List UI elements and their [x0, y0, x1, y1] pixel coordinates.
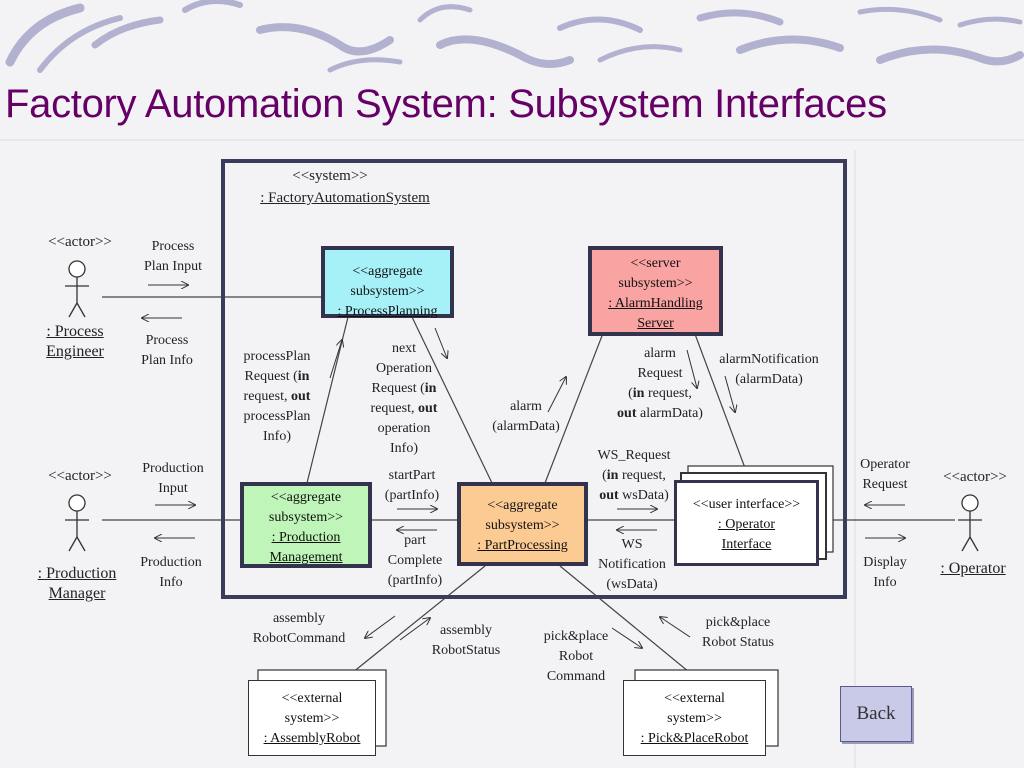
alarm-handling-server-subsystem[interactable]: <<server subsystem>> : AlarmHandling Ser… [588, 246, 723, 336]
actor-figure-process-engineer [65, 260, 89, 318]
arrow-process-plan-request [329, 340, 342, 379]
actor-name-production-manager[interactable]: : Production Manager [37, 565, 117, 602]
arrow-alarm-request [686, 349, 697, 388]
actor-stereotype-operator: <<actor>> [943, 469, 1007, 485]
process-planning-subsystem[interactable]: <<aggregate subsystem>> : ProcessPlannin… [321, 246, 454, 319]
connector-alarm-partprocessing [544, 309, 613, 484]
part-processing-subsystem[interactable]: <<aggregate subsystem>> : PartProcessing [457, 482, 588, 566]
arrow-next-operation-request [434, 327, 447, 358]
actor-name-process-engineer[interactable]: : Process Engineer [46, 323, 104, 360]
connector-partprocessing-pickplace [559, 565, 701, 682]
label-process-plan-request: processPlan Request (in request, out pro… [243, 349, 311, 444]
connector-processplanning-partprocessing [411, 316, 493, 484]
actor-figure-operator [958, 494, 982, 552]
actor-stereotype-process-engineer: <<actor>> [48, 234, 112, 250]
pick-place-robot-external-system[interactable]: <<external system>> : Pick&PlaceRobot [623, 680, 766, 756]
arrow-alarm-notification [724, 375, 735, 412]
back-button[interactable]: Back [840, 686, 912, 742]
system-boundary [221, 159, 847, 599]
label-start-part: startPart(partInfo) [384, 468, 440, 503]
actor-stereotype-production-manager: <<actor>> [48, 468, 112, 484]
assembly-robot-external-system[interactable]: <<external system>> : AssemblyRobot [248, 680, 376, 756]
connector-alarm-interface [685, 309, 746, 469]
arrow-assembly-status [399, 618, 430, 641]
connector-partprocessing-assembly [341, 565, 486, 682]
arrow-pickplace-command [611, 627, 642, 648]
arrow-alarm [547, 377, 566, 413]
label-alarm-request: alarm Request (in request, out alarmData… [617, 346, 703, 421]
actor-name-operator[interactable]: : Operator [940, 560, 1006, 577]
arrow-pickplace-status [660, 617, 691, 638]
label-next-operation-request: next Operation Request (in request, out … [370, 341, 438, 456]
system-stereotype: <<system>> [292, 168, 368, 184]
label-alarm: alarm(alarmData) [492, 399, 560, 434]
system-name: : FactoryAutomationSystem [260, 190, 430, 206]
actor-figure-production-manager [65, 494, 89, 552]
production-management-subsystem[interactable]: <<aggregate subsystem>> : Production Man… [240, 482, 372, 568]
arrow-assembly-command [365, 615, 396, 638]
label-alarm-notification: alarmNotification(alarmData) [719, 352, 819, 387]
slide-title: Factory Automation System: Subsystem Int… [5, 82, 887, 126]
label-ws-request: WS_Request (in request, out wsData) [597, 448, 671, 503]
operator-interface-subsystem[interactable]: <<user interface>> : Operator Interface [674, 480, 819, 566]
